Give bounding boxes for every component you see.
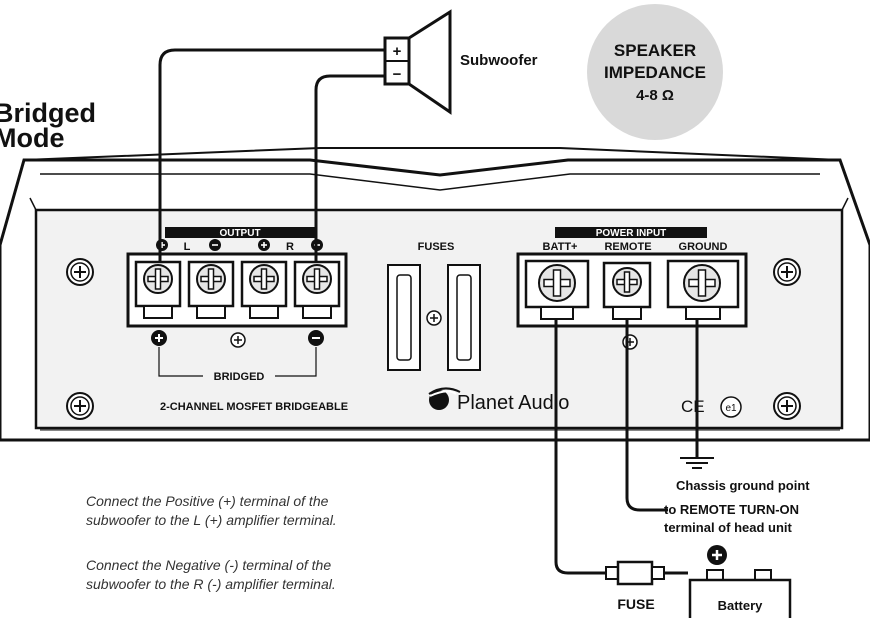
speaker-wires [158, 48, 385, 262]
batt-wire [554, 319, 608, 575]
subwoofer-plus-mark: + [393, 43, 402, 60]
brand-name: Planet Audio [457, 392, 569, 414]
bridged-label: BRIDGED [214, 371, 265, 383]
remote-turn-on-label-1: to REMOTE TURN-ON [664, 502, 799, 517]
bridged-minus-icon [308, 330, 324, 346]
output-terminal-4 [293, 260, 341, 319]
e1-mark: e1 [720, 396, 742, 418]
e1-mark-text: e1 [725, 403, 737, 414]
negative-speaker-wire [314, 74, 385, 262]
output-terminal-block: OUTPUT L R [126, 227, 348, 383]
power-input-header: POWER INPUT [596, 228, 667, 239]
subwoofer-icon: + − [383, 9, 452, 115]
impedance-line2: IMPEDANCE [604, 63, 706, 82]
fuse-center-screw-icon [426, 310, 442, 326]
impedance-line3: 4-8 Ω [636, 87, 674, 104]
title-line2: Mode [0, 123, 65, 153]
mount-screw-bottom-right [773, 392, 801, 420]
battery-label: Battery [718, 598, 764, 613]
bridged-plus-icon [151, 330, 167, 346]
subwoofer-minus-mark: − [393, 66, 402, 83]
output-r-label: R [286, 241, 294, 253]
battery-icon [688, 545, 792, 618]
power-center-screw-icon [622, 334, 638, 350]
fuse-label: FUSE [617, 596, 654, 612]
bridged-mode-title: Bridged Mode [0, 98, 96, 153]
remote-turn-on-label-2: terminal of head unit [664, 520, 793, 535]
title-line1: Bridged [0, 98, 96, 128]
instructions: Connect the Positive (+) terminal of the… [86, 493, 337, 592]
output-terminal-1 [134, 260, 182, 319]
power-wires [554, 319, 699, 575]
inline-fuse-icon [605, 560, 665, 586]
output-left-plus-icon [156, 239, 168, 251]
output-l-label: L [184, 241, 191, 253]
remote-terminal [602, 261, 652, 320]
instruction-2-line-2: subwoofer to the R (-) amplifier termina… [86, 576, 336, 592]
mount-screw-top-right [773, 258, 801, 286]
output-header: OUTPUT [219, 228, 260, 239]
output-terminal-2 [187, 260, 235, 319]
mount-screw-bottom-left [66, 392, 94, 420]
batt-terminal [524, 259, 590, 320]
subwoofer-label: Subwoofer [460, 52, 538, 69]
output-left-minus-icon [209, 239, 221, 251]
center-mount-icon [230, 332, 246, 348]
positive-speaker-wire [158, 48, 385, 262]
instruction-1-line-2: subwoofer to the L (+) amplifier termina… [86, 512, 337, 528]
remote-label: REMOTE [604, 241, 651, 253]
fuses-label: FUSES [418, 241, 455, 253]
chassis-ground-label: Chassis ground point [676, 478, 810, 493]
ground-terminal [666, 259, 740, 320]
instruction-1-line-1: Connect the Positive (+) terminal of the [86, 493, 329, 509]
batt-label: BATT+ [543, 241, 578, 253]
output-right-plus-icon [258, 239, 270, 251]
amp-model-text: 2-CHANNEL MOSFET BRIDGEABLE [160, 401, 348, 413]
power-input-block: POWER INPUT BATT+ REMOTE GROUND [516, 227, 748, 350]
instruction-2-line-1: Connect the Negative (-) terminal of the [86, 557, 331, 573]
ce-mark: CE [681, 397, 705, 416]
fuse-block: FUSES [387, 241, 481, 371]
output-terminal-3 [240, 260, 288, 319]
speaker-impedance-badge: SPEAKER IMPEDANCE 4-8 Ω [587, 4, 723, 140]
ground-symbol-icon [680, 457, 714, 469]
mount-screw-top-left [66, 258, 94, 286]
ground-label: GROUND [679, 241, 728, 253]
planet-audio-logo: Planet Audio [428, 387, 569, 414]
remote-wire [625, 319, 668, 512]
impedance-line1: SPEAKER [614, 41, 696, 60]
